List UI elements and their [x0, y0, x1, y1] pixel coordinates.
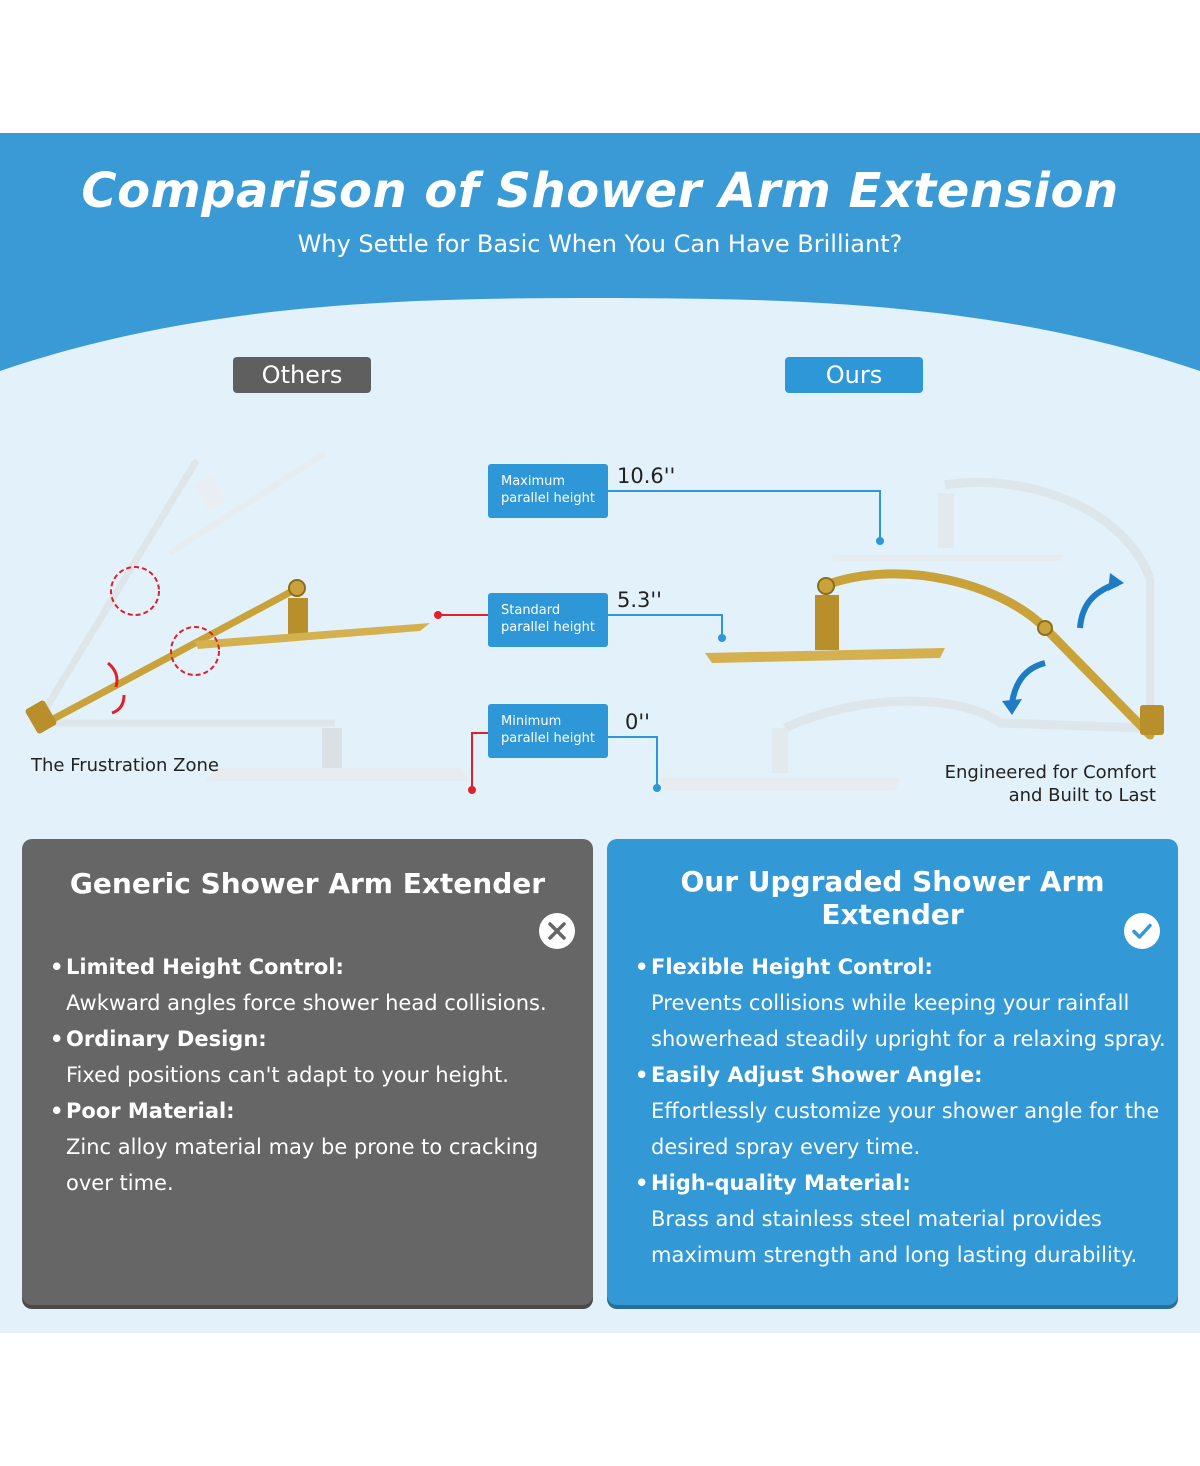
feature-description: desired spray every time.	[651, 1135, 921, 1159]
feature-description: Fixed positions can't adapt to your heig…	[66, 1063, 509, 1087]
generic-extender-illustration	[25, 450, 470, 781]
standard-height-label: Standard parallel height	[488, 593, 608, 647]
header-background	[0, 133, 1200, 371]
check-icon	[1124, 913, 1160, 949]
feature-description: Zinc alloy material may be prone to crac…	[66, 1135, 539, 1159]
height-connectors	[434, 490, 884, 794]
comparison-banner: Comparison of Shower Arm Extension Why S…	[0, 133, 1200, 1333]
engineered-caption: Engineered for Comfort and Built to Last	[900, 761, 1156, 807]
close-icon	[539, 913, 575, 949]
page-subtitle: Why Settle for Basic When You Can Have B…	[297, 230, 903, 258]
upgraded-panel: Our Upgraded Shower Arm Extender Flexibl…	[607, 839, 1178, 1305]
ours-tag: Ours	[785, 357, 923, 393]
standard-height-value: 5.3''	[617, 588, 662, 612]
feature-heading: High-quality Material:	[635, 1165, 1180, 1201]
feature-heading: Limited Height Control:	[50, 949, 580, 985]
max-height-label: Maximum parallel height	[488, 464, 608, 518]
upgraded-extender-illustration	[660, 478, 1164, 791]
comparison-diagram	[25, 450, 1164, 794]
generic-panel-title: Generic Shower Arm Extender	[69, 867, 546, 900]
engineered-caption-line1: Engineered for Comfort	[944, 762, 1156, 783]
max-height-value: 10.6''	[617, 464, 676, 488]
min-height-label-line1: Minimum	[501, 714, 562, 729]
feature-heading: Poor Material:	[50, 1093, 580, 1129]
feature-description: showerhead steadily upright for a relaxi…	[651, 1027, 1166, 1051]
engineered-caption-line2: and Built to Last	[1008, 785, 1156, 806]
max-height-label-line1: Maximum	[501, 474, 566, 489]
standard-height-label-line1: Standard	[501, 603, 561, 618]
feature-description: Prevents collisions while keeping your r…	[651, 991, 1130, 1015]
generic-feature-list: Limited Height Control: Awkward angles f…	[50, 949, 580, 1201]
min-height-label: Minimum parallel height	[488, 704, 608, 758]
list-item: Flexible Height Control: Prevents collis…	[635, 949, 1180, 1057]
standard-height-label-line2: parallel height	[501, 620, 595, 635]
max-height-label-line2: parallel height	[501, 491, 595, 506]
feature-heading: Easily Adjust Shower Angle:	[635, 1057, 1180, 1093]
min-height-label-line2: parallel height	[501, 731, 595, 746]
others-tag: Others	[233, 357, 371, 393]
feature-description: Brass and stainless steel material provi…	[651, 1207, 1102, 1231]
min-height-value: 0''	[625, 710, 650, 734]
generic-panel: Generic Shower Arm Extender Limited Heig…	[22, 839, 593, 1305]
feature-heading: Ordinary Design:	[50, 1021, 580, 1057]
list-item: Ordinary Design: Fixed positions can't a…	[50, 1021, 580, 1093]
feature-description: maximum strength and long lasting durabi…	[651, 1243, 1138, 1267]
list-item: Limited Height Control: Awkward angles f…	[50, 949, 580, 1021]
upgraded-panel-title: Our Upgraded Shower Arm Extender	[680, 865, 1105, 931]
list-item: High-quality Material: Brass and stainle…	[635, 1165, 1180, 1273]
feature-description: over time.	[66, 1171, 174, 1195]
list-item: Poor Material: Zinc alloy material may b…	[50, 1093, 580, 1201]
upgraded-feature-list: Flexible Height Control: Prevents collis…	[635, 949, 1180, 1273]
feature-description: Awkward angles force shower head collisi…	[66, 991, 547, 1015]
feature-description: Effortlessly customize your shower angle…	[651, 1099, 1160, 1123]
list-item: Easily Adjust Shower Angle: Effortlessly…	[635, 1057, 1180, 1165]
page-title: Comparison of Shower Arm Extension	[81, 163, 1119, 219]
frustration-zone-caption: The Frustration Zone	[31, 755, 219, 776]
feature-heading: Flexible Height Control:	[635, 949, 1180, 985]
